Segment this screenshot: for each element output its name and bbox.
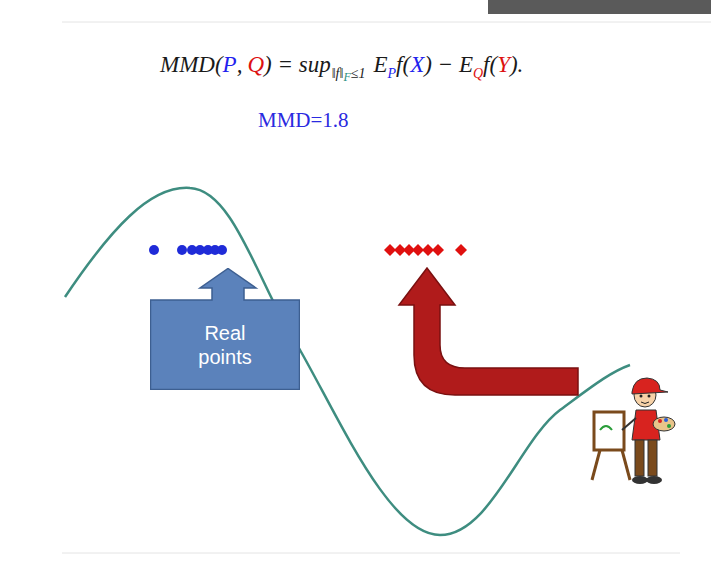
real-points (149, 245, 227, 255)
formula-term: F (343, 70, 350, 85)
formula-term: f( (483, 52, 497, 78)
formula-term: ‖f‖ (332, 66, 344, 82)
formula: MMD(P,Q) = sup‖f‖F≤1EPf(X) − EQf(Y). (160, 52, 523, 78)
generated-points (384, 244, 467, 256)
formula-term: Q (247, 52, 264, 78)
formula-term: f( (396, 52, 410, 78)
formula-term: ) − E (424, 52, 473, 78)
formula-term: Q (473, 66, 483, 82)
rule-line (62, 22, 711, 23)
formula-term: ) = sup (264, 52, 331, 78)
witness-curve (65, 188, 630, 535)
formula-term: , (237, 52, 243, 78)
formula-term: MMD( (160, 52, 223, 78)
box-label: Real points (180, 321, 270, 369)
mmd-value: MMD=1.8 (258, 108, 349, 133)
header-bar (488, 0, 711, 14)
formula-term: Y (497, 52, 510, 78)
formula-term: P (388, 66, 397, 82)
formula-term: E (373, 52, 387, 78)
formula-term: ≤1 (351, 66, 366, 82)
formula-term: ). (510, 52, 523, 78)
generator-arrow (399, 268, 578, 395)
formula-term: P (223, 52, 237, 78)
callout-arrow-box: Real points (150, 268, 300, 390)
formula-term: X (410, 52, 424, 78)
painter-icon (592, 378, 675, 484)
rule-line (62, 553, 680, 554)
